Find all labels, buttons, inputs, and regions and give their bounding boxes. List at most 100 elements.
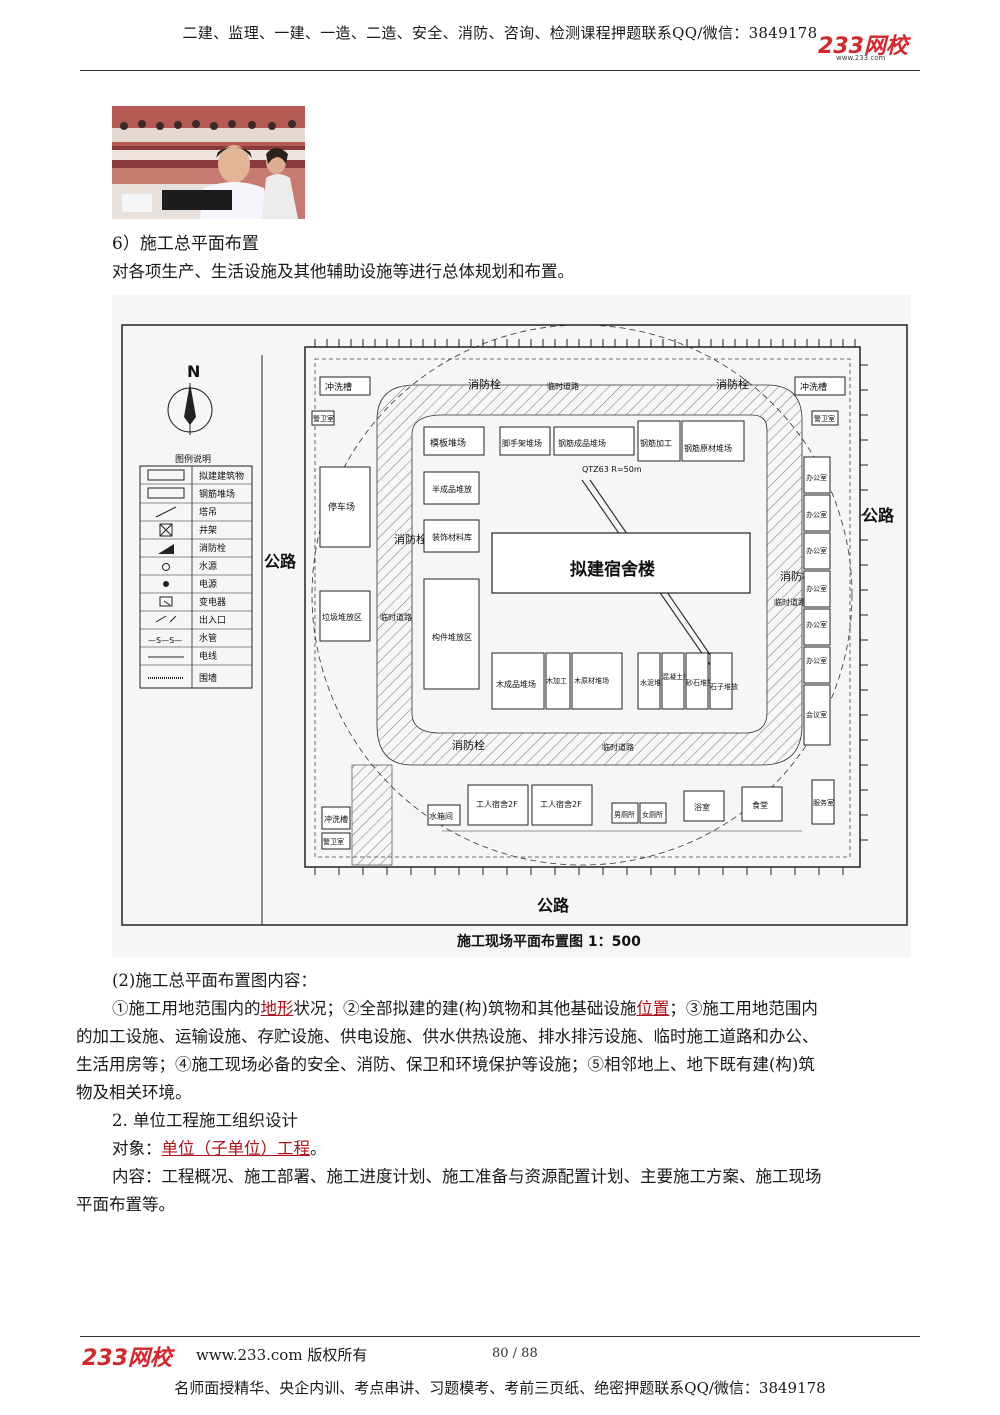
svg-text:办公室: 办公室 — [806, 546, 827, 555]
plan-content-text-1a: ①施工用地范围内的 — [112, 999, 261, 1018]
header-divider — [80, 70, 920, 71]
decoration-storage: 装饰材料库 — [432, 532, 472, 542]
bathhouse: 浴室 — [694, 802, 710, 812]
yard-wood-raw: 木原材堆场 — [574, 676, 609, 685]
temp-road-label-right: 临时道路 — [774, 597, 806, 607]
legend-labels: 拟建建筑物 钢筋堆场 塔吊 井架 消防栓 水源 电源 变电器 出入口 水管 电线… — [199, 470, 244, 684]
garbage-area: 垃圾堆放区 — [322, 612, 362, 622]
yard-scaffold: 脚手架堆场 — [502, 438, 542, 448]
footer-divider — [80, 1336, 920, 1337]
plan-content-heading: (2)施工总平面布置图内容： — [112, 971, 317, 990]
toilet-women: 女厕所 — [642, 810, 663, 819]
unit-design-target: 对象：单位（子单位）工程。 — [112, 1138, 327, 1160]
svg-text:办公室: 办公室 — [806, 656, 827, 665]
main-building-dormitory: 拟建宿舍楼 — [570, 559, 655, 580]
yard-semi-finished: 半成品堆放 — [432, 484, 472, 494]
meeting-photo-illustration — [112, 106, 305, 219]
hydrant-label-top-right: 消防栓 — [716, 377, 749, 391]
page-number: 80 / 88 — [492, 1346, 538, 1361]
page-header-text: 二建、监理、一建、一造、二造、安全、消防、咨询、检测课程押题联系QQ/微信：38… — [182, 24, 818, 42]
hydrant-label-bottom: 消防栓 — [452, 738, 485, 752]
svg-text:会议室: 会议室 — [806, 710, 827, 719]
plan-title: 施工现场平面布置图 1：500 — [457, 933, 641, 950]
north-arrow-icon — [167, 383, 213, 435]
component-area: 构件堆放区 — [432, 632, 472, 642]
footer-logo: 233网校 — [82, 1346, 172, 1371]
office-column: 办公室 办公室 办公室 办公室 办公室 办公室 会议室 服务室 — [803, 456, 835, 825]
hydrant-label-left: 消防栓 — [394, 532, 427, 546]
canteen: 食堂 — [752, 800, 768, 810]
svg-text:消防栓: 消防栓 — [199, 542, 226, 554]
svg-text:围墙: 围墙 — [199, 672, 217, 684]
yard-gravel: 石子堆放 — [710, 682, 738, 691]
svg-text:变电器: 变电器 — [199, 596, 226, 608]
north-label: N — [187, 362, 200, 381]
hydrant-label-top-left: 消防栓 — [468, 377, 501, 391]
unit-target-label: 对象： — [112, 1139, 162, 1158]
yard-rebar-finished: 钢筋成品堆场 — [558, 438, 606, 448]
yard-rebar-raw: 钢筋原材堆场 — [684, 443, 732, 453]
temp-road-label-left: 临时道路 — [380, 612, 412, 622]
svg-text:办公室: 办公室 — [806, 473, 827, 482]
water-tank-room: 水箱间 — [429, 811, 453, 821]
plan-content-line-1: ①施工用地范围内的地形状况；②全部拟建的建(构)筑物和其他基础设施位置；③施工用… — [112, 998, 818, 1020]
unit-content-label: 内容： — [112, 1167, 162, 1186]
plan-content-line-4: 物及相关环境。 — [76, 1083, 192, 1102]
svg-text:办公室: 办公室 — [806, 584, 827, 593]
worker-dorm-1: 工人宿舍2F — [476, 799, 518, 809]
unit-design-content-1: 内容：工程概况、施工部署、施工进度计划、施工准备与资源配置计划、主要施工方案、施… — [112, 1166, 822, 1188]
svg-text:塔吊: 塔吊 — [199, 506, 217, 518]
temp-road-label-bottom: 临时道路 — [602, 742, 634, 752]
toilet-men: 男厕所 — [614, 810, 635, 819]
svg-text:水源: 水源 — [199, 560, 217, 572]
header-logo: 233网校 www.233.com — [818, 28, 928, 64]
link-terrain[interactable]: 地形 — [260, 999, 294, 1018]
legend-title: 图例说明 — [175, 453, 211, 465]
plan-content-line-2: 的加工设施、运输设施、存贮设施、供电设施、供水供热设施、排水排污设施、临时施工道… — [76, 1027, 819, 1046]
plan-content-text-1b: 状况；②全部拟建的建(构)筑物和其他基础设施 — [293, 999, 637, 1018]
svg-text:出入口: 出入口 — [199, 614, 226, 626]
unit-content-text-1: 工程概况、施工部署、施工进度计划、施工准备与资源配置计划、主要施工方案、施工现场 — [161, 1167, 822, 1186]
plan-content-text-1c: ；③施工用地范围内 — [669, 999, 818, 1018]
svg-text:办公室: 办公室 — [806, 510, 827, 519]
yard-wood-finished: 木成品堆场 — [496, 679, 536, 689]
concrete-mixing: 混凝土搅拌 — [662, 672, 697, 681]
yard-formwork: 模板堆场 — [430, 437, 466, 449]
yard-cement: 水泥堆场 — [640, 678, 668, 687]
road-label-left: 公路 — [264, 552, 297, 571]
svg-text:电线: 电线 — [199, 650, 217, 662]
svg-text:水管: 水管 — [199, 632, 217, 644]
flush-tank-top-left: 冲洗槽 — [325, 381, 352, 393]
footer-copyright: www.233.com 版权所有 — [196, 1346, 368, 1364]
section-heading-site-plan: 6）施工总平面布置 — [112, 234, 259, 254]
yard-sand: 砂石堆放 — [686, 678, 714, 687]
parking-lot: 停车场 — [328, 501, 355, 513]
meeting-photo — [112, 106, 305, 219]
section-description-site-plan: 对各项生产、生活设施及其他辅助设施等进行总体规划和布置。 — [112, 262, 574, 281]
guard-room-top: 警卫室 — [313, 414, 334, 423]
svg-text:—S—S—: —S—S— — [148, 636, 182, 645]
guard-room-top-right: 警卫室 — [814, 414, 835, 423]
construction-site-plan-diagram: N 图例说明 —S—S— 拟建建筑物 钢筋堆场 — [112, 295, 911, 957]
flush-tank-bottom: 冲洗槽 — [324, 814, 348, 824]
link-position[interactable]: 位置 — [636, 999, 670, 1018]
legend-table: —S—S— — [139, 465, 253, 689]
worker-dorm-2: 工人宿舍2F — [540, 799, 582, 809]
svg-text:服务室: 服务室 — [813, 798, 834, 807]
svg-text:钢筋堆场: 钢筋堆场 — [199, 488, 235, 500]
link-unit-project[interactable]: 单位（子单位）工程 — [161, 1139, 311, 1158]
road-label-right: 公路 — [862, 506, 895, 525]
tower-crane-spec: QTZ63 R=50m — [582, 465, 642, 474]
header-logo-brand: 233网校 — [818, 34, 908, 59]
flush-tank-top-right: 冲洗槽 — [800, 381, 827, 393]
svg-text:办公室: 办公室 — [806, 620, 827, 629]
road-label-bottom: 公路 — [537, 896, 570, 915]
unit-design-content-2: 平面布置等。 — [76, 1195, 175, 1214]
header-logo-site: www.233.com — [836, 54, 886, 62]
guard-room-bottom: 警卫室 — [323, 837, 344, 846]
temp-road-label-top: 临时道路 — [547, 381, 579, 391]
svg-text:拟建建筑物: 拟建建筑物 — [199, 470, 244, 482]
unit-design-heading: 2. 单位工程施工组织设计 — [112, 1111, 298, 1130]
wood-processing: 木加工 — [546, 676, 567, 685]
plan-content-line-3: 生活用房等；④施工现场必备的安全、消防、保卫和环境保护等设施；⑤相邻地上、地下既… — [76, 1055, 815, 1074]
